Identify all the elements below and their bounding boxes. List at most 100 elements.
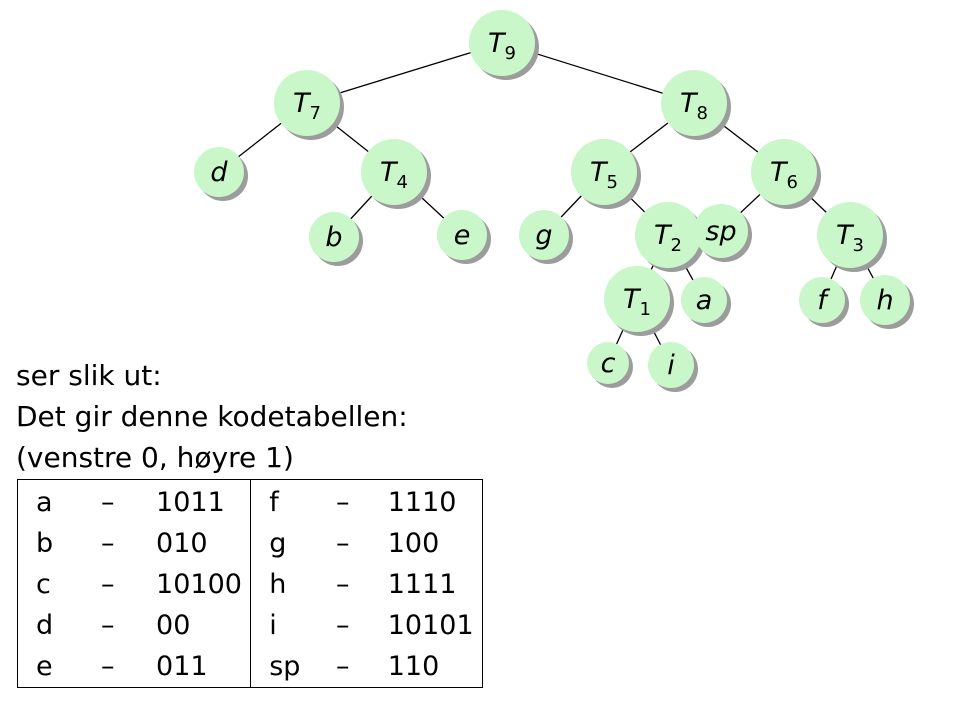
node-label-subscript: 4 (397, 172, 408, 193)
left-symbol: c (36, 569, 51, 600)
right-code: 1111 (387, 569, 457, 600)
node-label: c (601, 348, 616, 379)
right-symbol: i (250, 605, 307, 646)
left-dash: – (101, 528, 115, 559)
node-label-base: T (623, 284, 642, 315)
node-label-base: h (876, 285, 893, 316)
node-label-base: a (696, 285, 713, 316)
node-label-base: T (836, 220, 855, 251)
right-symbol: f (250, 479, 307, 523)
node-circle (519, 210, 569, 260)
node-T4: T4 (361, 139, 431, 209)
left-code: 010 (156, 528, 208, 559)
node-label-base: g (535, 220, 552, 251)
node-circle (817, 202, 883, 268)
node-T3: T3 (817, 202, 887, 272)
node-label: sp (705, 216, 736, 247)
caption-kodetabell: Det gir denne kodetabellen: (16, 400, 408, 433)
node-T8: T8 (661, 70, 731, 140)
node-a: a (681, 277, 731, 327)
node-label: T9 (488, 28, 516, 64)
left-symbol: e (36, 651, 53, 682)
node-circle (694, 204, 748, 258)
left-code: 1011 (156, 487, 225, 518)
node-circle (604, 266, 670, 332)
node-label-base: T (680, 88, 699, 119)
node-label-base: sp (705, 216, 736, 247)
node-label: T7 (293, 88, 321, 124)
left-symbol: d (36, 610, 54, 641)
node-circle (860, 275, 910, 325)
node-label: d (210, 157, 228, 188)
right-symbol: sp (250, 646, 307, 688)
node-T7: T7 (274, 70, 344, 140)
node-label-base: e (454, 220, 471, 251)
node-circle (635, 202, 701, 268)
right-symbol: h (250, 564, 307, 605)
left-code: 00 (156, 610, 191, 641)
left-dash: – (101, 651, 115, 682)
node-circle (648, 342, 694, 388)
left-dash: – (101, 610, 115, 641)
node-label-subscript: 6 (787, 172, 798, 193)
right-dash: – (336, 651, 350, 682)
node-label: T1 (623, 284, 651, 320)
node-label-subscript: 2 (671, 235, 682, 256)
node-label-base: c (601, 348, 616, 379)
node-T2: T2 (635, 202, 705, 272)
node-circle (799, 277, 845, 323)
node-label-subscript: 8 (697, 103, 708, 124)
right-code: 1110 (387, 487, 457, 518)
node-circle (751, 139, 817, 205)
node-T6: T6 (751, 139, 821, 209)
left-dash: – (101, 569, 115, 600)
node-label-subscript: 9 (505, 43, 516, 64)
node-circle (194, 147, 244, 197)
node-label-base: d (210, 157, 228, 188)
node-label-base: T (770, 157, 789, 188)
node-label: T3 (836, 220, 864, 256)
node-label: h (876, 285, 893, 316)
node-label-subscript: 1 (640, 299, 651, 320)
node-label: a (696, 285, 713, 316)
caption-venstre-hoyre: (venstre 0, høyre 1) (16, 441, 294, 474)
left-dash: – (101, 487, 115, 518)
node-label-base: T (293, 88, 312, 119)
right-dash: – (336, 569, 350, 600)
node-circle (587, 342, 629, 384)
left-code: 011 (156, 651, 208, 682)
node-b: b (309, 212, 363, 266)
right-symbol: g (250, 523, 307, 564)
node-circle (437, 210, 487, 260)
node-sp: sp (694, 204, 752, 262)
node-circle (361, 139, 427, 205)
node-T5: T5 (571, 139, 641, 209)
node-label-base: i (667, 350, 675, 381)
node-circle (681, 277, 727, 323)
right-dash: – (336, 528, 350, 559)
node-label: i (667, 350, 675, 381)
node-c: c (587, 342, 633, 388)
node-label: T4 (380, 157, 408, 193)
right-code: 100 (387, 528, 440, 559)
node-T1: T1 (604, 266, 674, 336)
node-label-base: T (380, 157, 399, 188)
left-code: 10100 (156, 569, 242, 600)
node-label-base: T (590, 157, 609, 188)
node-label-subscript: 5 (607, 172, 618, 193)
node-e: e (437, 210, 491, 264)
node-label: g (535, 220, 552, 251)
node-label-subscript: 3 (853, 235, 864, 256)
node-label: e (454, 220, 471, 251)
node-circle (274, 70, 340, 136)
node-i: i (648, 342, 698, 392)
node-f: f (799, 277, 849, 327)
left-symbol: a (36, 487, 53, 518)
